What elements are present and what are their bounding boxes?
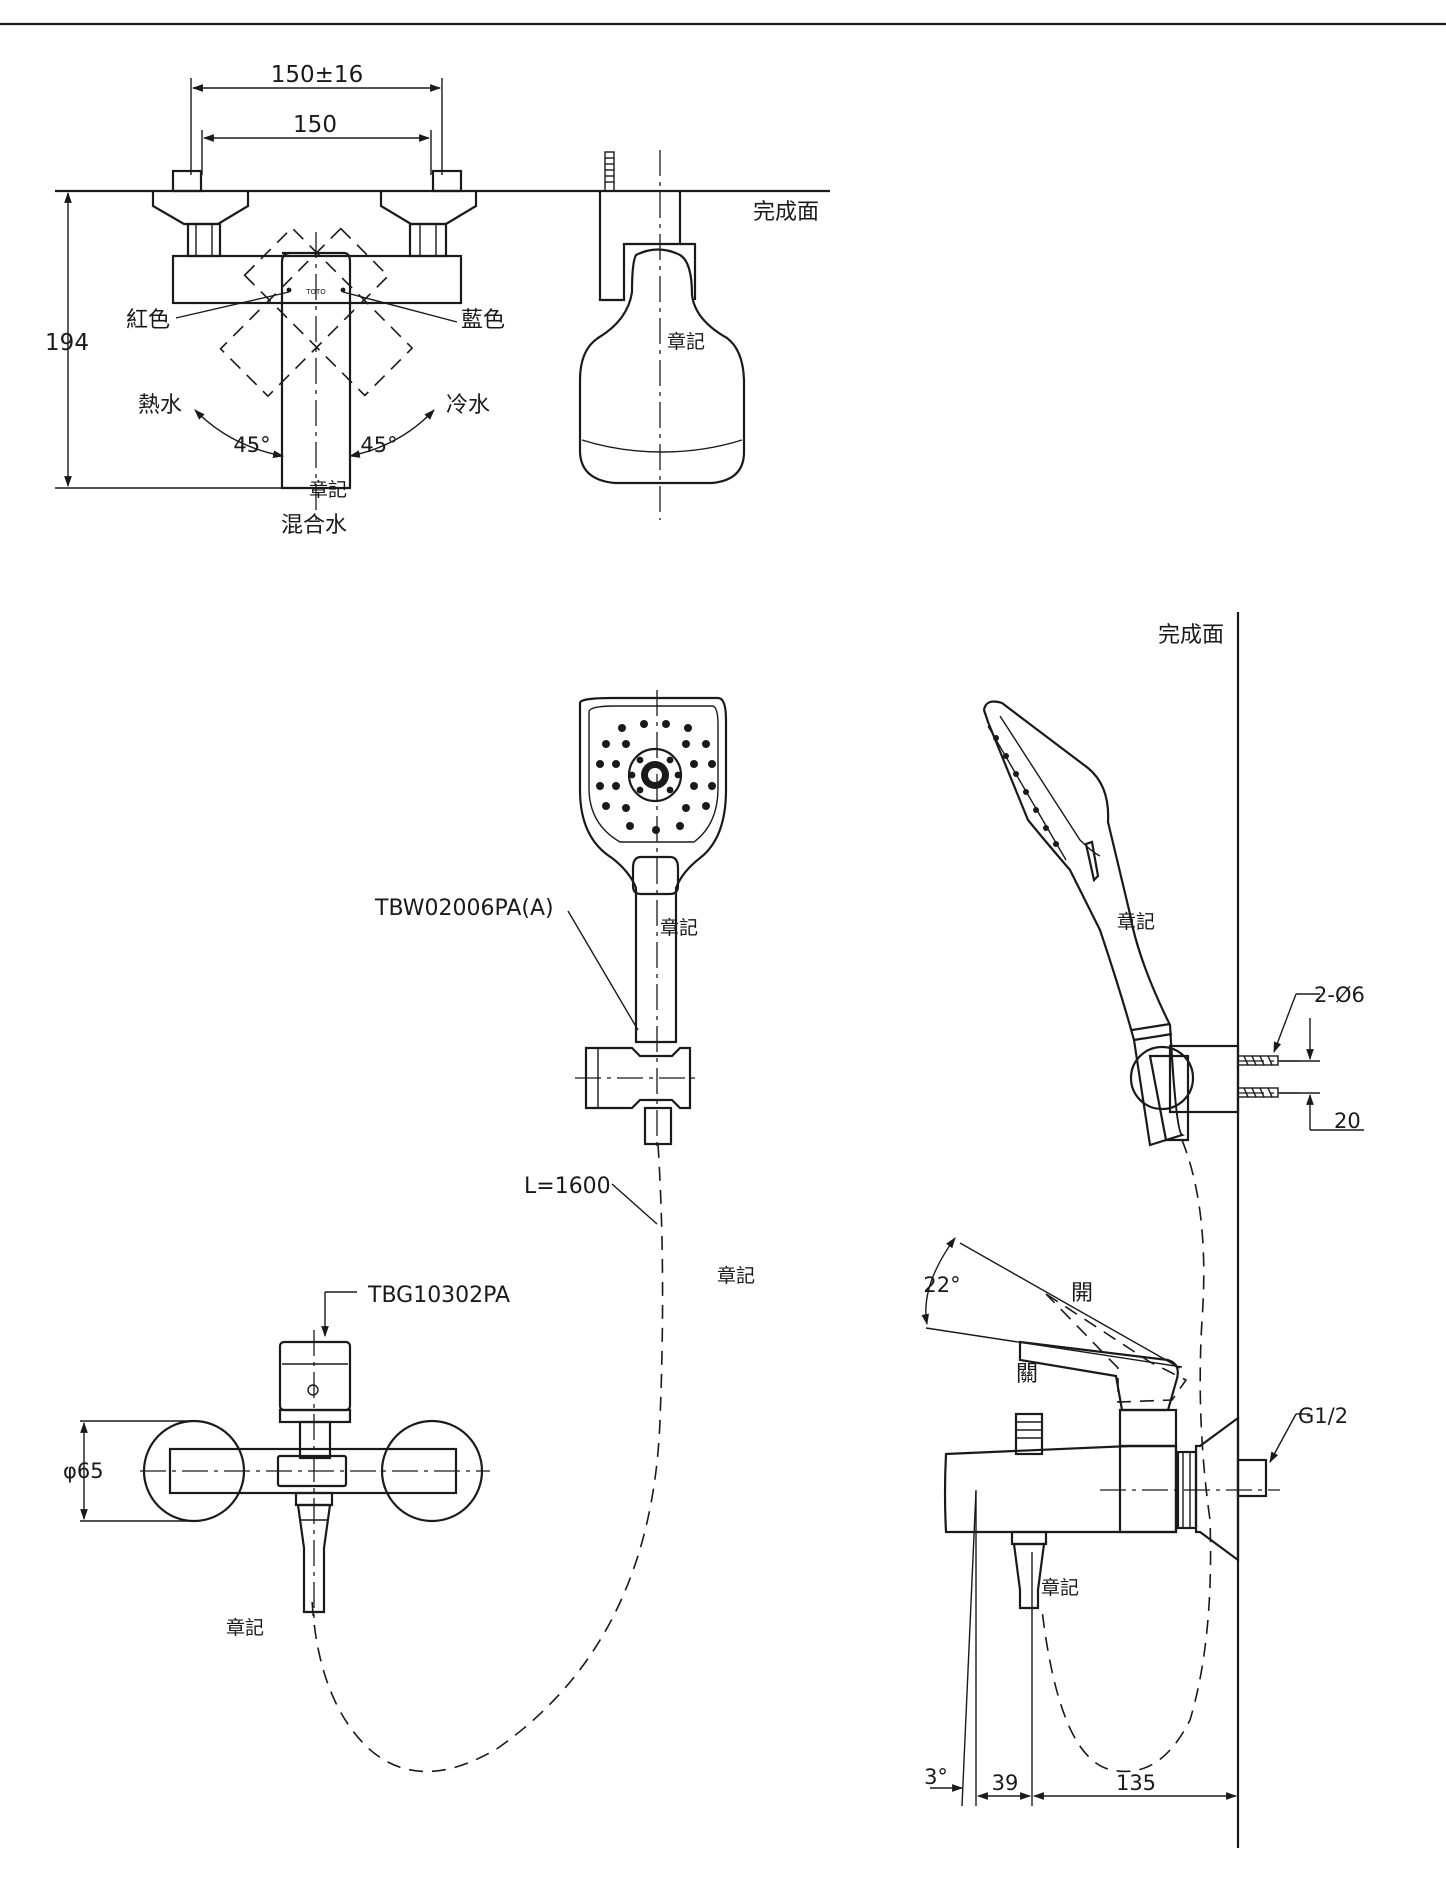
mark-logo-top: 章記 [309,479,347,501]
handshower-button [631,855,680,896]
hose-side [1041,1139,1212,1773]
side-nozzles [993,735,1059,847]
front-view: TBW02006PA(A) 章記 L=1600 章記 TBG10302PA φ6… [63,690,755,1773]
mark-faucet-front: 章記 [226,1617,264,1639]
faucet-body-top [171,254,463,305]
dim-outer-label: 150±16 [271,62,363,88]
mark-faucet-side: 章記 [1041,1577,1079,1599]
faucet-spout-front [296,1503,332,1614]
faucet-top-view: 150±16 150 194 TOTO [45,62,830,538]
handshower-side [982,700,1185,1147]
angle-arc-right [348,409,435,458]
angle-spout-label: 3° [924,1765,948,1789]
label-hot: 熱水 [138,393,182,418]
dim-thread-label: G1/2 [1298,1404,1348,1428]
dim-spout-label: 39 [992,1771,1019,1795]
label-close: 關 [1016,1362,1038,1387]
label-wall-side: 完成面 [1158,623,1224,648]
faucet-model-label: TBG10302PA [367,1283,510,1308]
dim-depth-label: 135 [1116,1771,1156,1795]
dim-flange-label: φ65 [63,1459,104,1483]
label-wall-top: 完成面 [753,200,819,225]
mark-hose: 章記 [717,1265,755,1287]
hose [311,1143,664,1773]
label-mixed: 混合水 [281,513,347,538]
angle-right-label: 45° [360,433,397,457]
label-blue: 藍色 [461,308,505,333]
spray-nozzles [596,720,716,834]
label-open: 開 [1071,1281,1093,1306]
faucet-handle-top [280,251,352,490]
mark-shower-head: 章記 [667,331,705,353]
mark-handshower-front: 章記 [660,917,698,939]
dim-thread-leader [1269,1413,1297,1463]
angle-handle-arc [921,1237,956,1326]
side-view: 完成面 章記 2-Ø6 [921,612,1365,1848]
handshower-model-label: TBW02006PA(A) [374,896,554,921]
label-cold: 冷水 [446,393,490,418]
dim-height-label: 194 [45,330,89,356]
label-red: 紅色 [126,308,170,333]
handshower-holder [584,1046,692,1110]
faucet-body-side [943,1444,1178,1534]
shower-head-side [578,248,746,485]
handshower-face [578,696,728,1044]
dim-gap-label: 20 [1334,1109,1361,1133]
mark-handshower-side: 章記 [1117,911,1155,933]
angle-handle-label: 22° [923,1273,960,1297]
faucet-handle-side [1018,1340,1179,1412]
hose-connector-side [1012,1542,1046,1610]
faucet-handle-front [278,1340,352,1412]
shower-head-side-view: 完成面 章記 [578,150,819,520]
dim-holes-leader [1273,993,1297,1054]
dim-inner-label: 150 [293,112,337,138]
angle-left-label: 45° [233,433,270,457]
hose-length-label: L=1600 [524,1174,611,1199]
dim-holes-label: 2-Ø6 [1314,983,1365,1007]
angle-arc-left [194,409,285,458]
